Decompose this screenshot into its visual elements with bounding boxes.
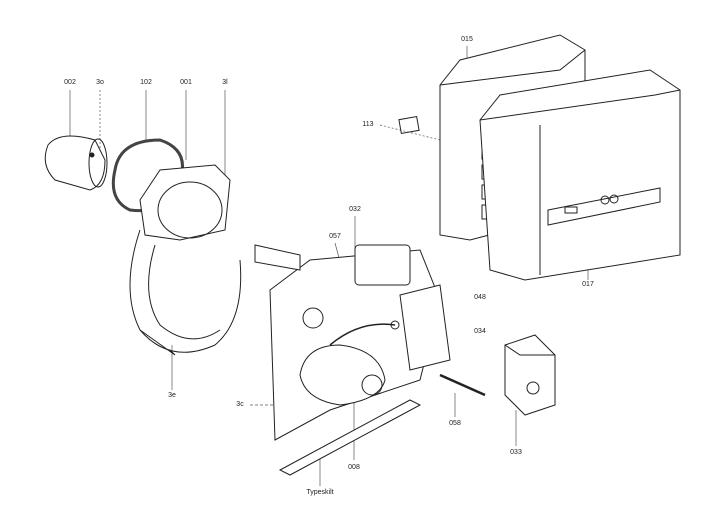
label-113: 113 — [362, 121, 374, 128]
part-002-blast-tube — [44, 135, 108, 191]
label-3e: 3e — [168, 392, 176, 399]
label-3c: 3c — [236, 401, 244, 408]
part-033-cap — [504, 334, 556, 416]
part-058-electrode — [439, 373, 486, 397]
label-057: 057 — [329, 233, 341, 240]
label-3l: 3l — [222, 79, 228, 86]
label-001: 001 — [180, 79, 192, 86]
label-002: 002 — [64, 79, 76, 86]
label-102: 102 — [140, 79, 152, 86]
part-032-transformer — [354, 244, 411, 286]
label-015: 015 — [461, 36, 473, 43]
burner-body — [254, 244, 451, 476]
label-008: 008 — [348, 464, 360, 471]
label-typeskilt: Typeskilt — [306, 489, 334, 496]
label-032: 032 — [349, 206, 361, 213]
label-033: 033 — [510, 449, 522, 456]
part-017-cover — [479, 69, 681, 281]
part-113-plate — [398, 115, 420, 135]
label-034: 034 — [474, 328, 486, 335]
label-017: 017 — [582, 281, 594, 288]
label-3o: 3o — [96, 79, 104, 86]
label-058: 058 — [449, 420, 461, 427]
label-048: 048 — [474, 294, 486, 301]
part-001-housing — [129, 164, 242, 356]
